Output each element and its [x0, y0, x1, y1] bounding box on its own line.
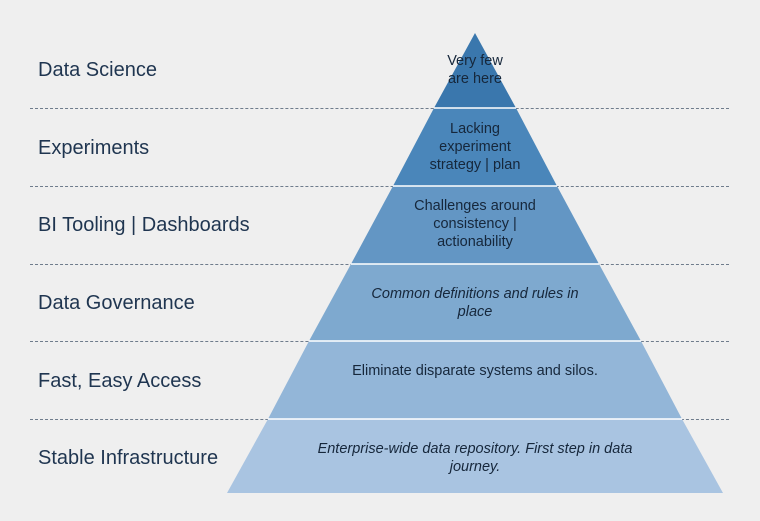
tier-description-bi-tooling: Challenges around consistency | actionab… [414, 198, 536, 250]
pyramid-tier-bi-tooling [351, 186, 599, 264]
level-label-data-governance: Data Governance [38, 292, 195, 314]
level-label-bi-tooling: BI Tooling | Dashboards [38, 214, 250, 236]
tier-description-experiments: Lacking experiment strategy | plan [429, 121, 521, 173]
pyramid-tier-data-governance [309, 264, 641, 341]
pyramid-tier-experiments [393, 108, 557, 186]
level-label-experiments: Experiments [38, 137, 150, 159]
divider-2 [30, 186, 729, 187]
tier-description-data-science: Very few are here [447, 53, 503, 87]
tier-description-data-governance: Common definitions and rules in place [371, 286, 579, 320]
tier-description-stable-infrastructure: Enterprise-wide data repository. First s… [317, 441, 633, 475]
level-label-stable-infrastructure: Stable Infrastructure [38, 447, 219, 469]
pyramid-tier-stable-infrastructure [227, 419, 723, 493]
tier-description-fast-easy-access: Eliminate disparate systems and silos. [352, 363, 598, 379]
pyramid-tier-fast-easy-access [268, 341, 682, 419]
divider-1 [30, 108, 729, 109]
pyramid-tier-data-science [434, 33, 516, 108]
level-label-fast-easy-access: Fast, Easy Access [38, 370, 202, 392]
level-label-data-science: Data Science [38, 59, 157, 81]
